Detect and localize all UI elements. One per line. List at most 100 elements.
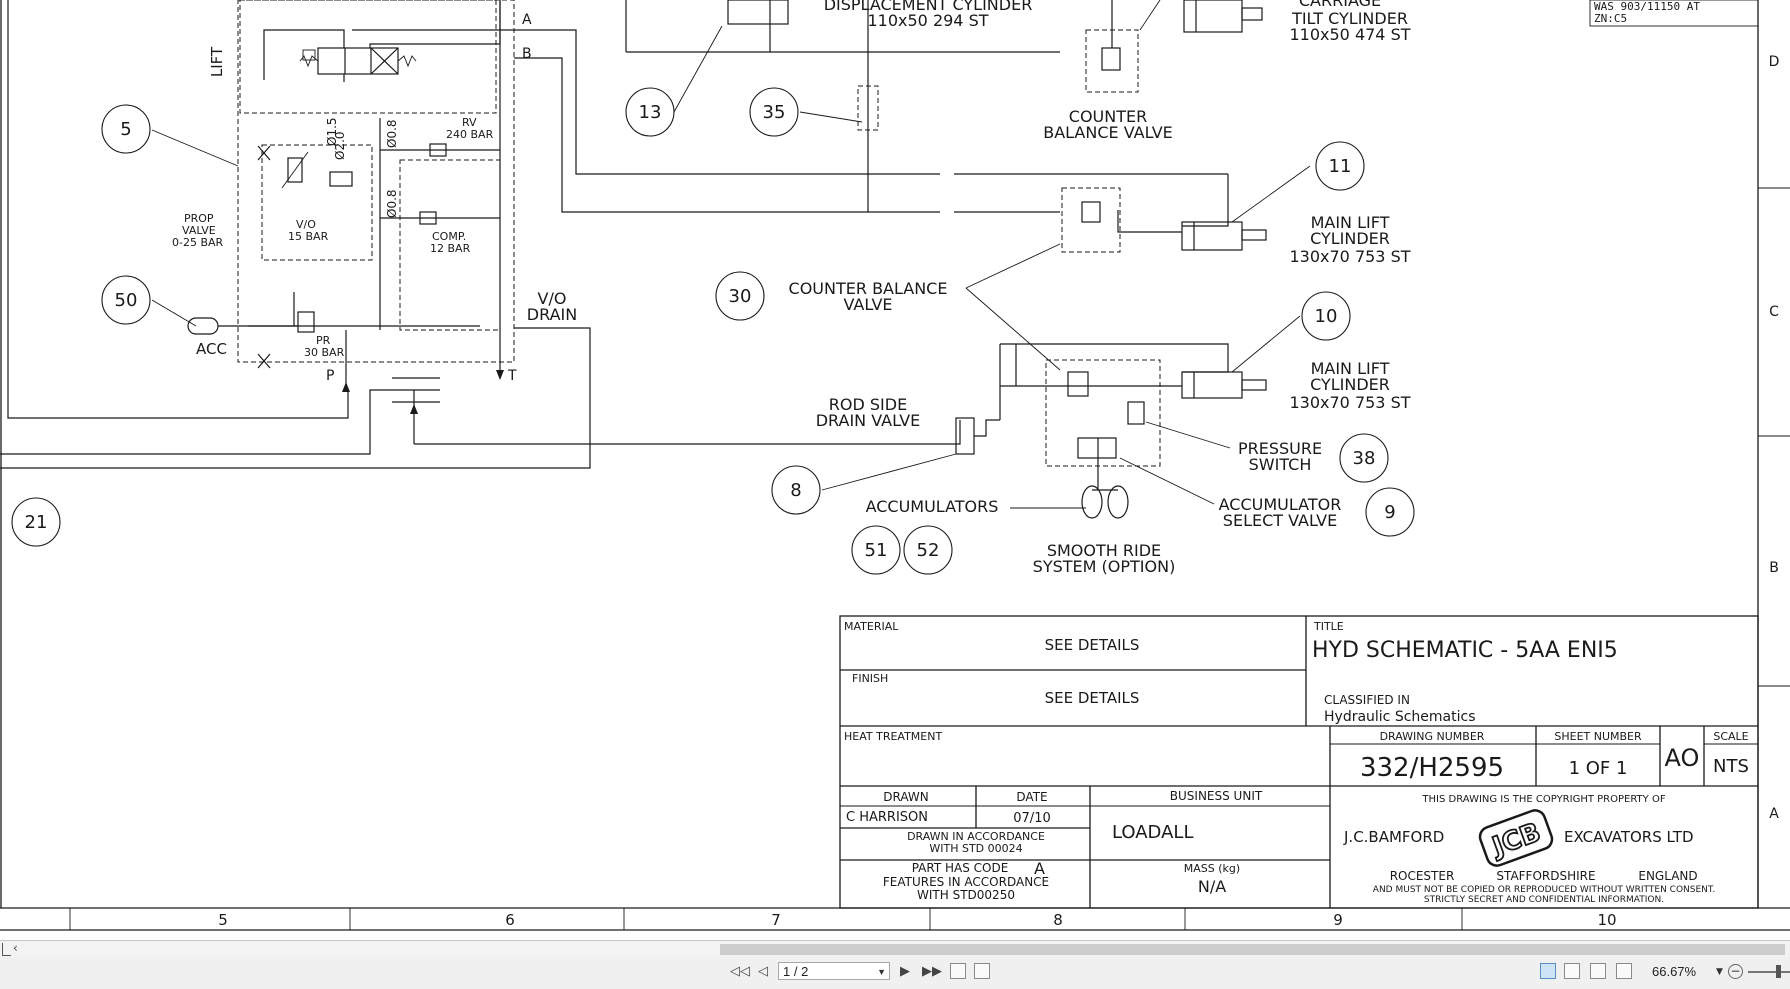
leader-line xyxy=(965,287,1061,371)
balloon-number: 38 xyxy=(1353,448,1376,469)
zoom-slider[interactable] xyxy=(1748,971,1790,973)
vo-label: V/O xyxy=(296,218,316,231)
drawn-by: C HARRISON xyxy=(846,810,928,825)
cb-valve-label: COUNTER BALANCE xyxy=(789,279,948,298)
zone-label-bottom: 6 xyxy=(505,911,515,929)
zone-label-right: A xyxy=(1769,806,1779,822)
flow-arrow xyxy=(410,404,418,414)
page-number-input[interactable]: 1 / 2 ▼ xyxy=(778,962,890,980)
hyd-line xyxy=(1117,210,1182,233)
prev-page-icon[interactable]: ◁ xyxy=(758,964,768,979)
balloon-52 xyxy=(903,525,953,575)
leader-line xyxy=(673,25,723,113)
business-unit-label: BUSINESS UNIT xyxy=(1170,789,1263,803)
page-dropdown-icon[interactable]: ▼ xyxy=(877,967,886,977)
valve-body xyxy=(1067,371,1089,397)
plug-cross xyxy=(257,353,271,369)
material-value: SEE DETAILS xyxy=(1045,636,1140,654)
rv-pressure: 240 BAR xyxy=(446,128,494,141)
main-lift-label: CYLINDER xyxy=(1310,229,1390,248)
zoom-out-icon[interactable]: − xyxy=(1728,964,1743,979)
scroll-left-icon[interactable]: ‹ xyxy=(13,941,18,955)
balloon-number: 52 xyxy=(917,540,940,561)
next-page-icon[interactable]: ▶ xyxy=(900,964,910,979)
classified-value: Hydraulic Schematics xyxy=(1324,709,1476,725)
acc-select-label: SELECT VALVE xyxy=(1223,511,1337,530)
continuous-icon[interactable] xyxy=(974,963,990,979)
scroll-corner-icon xyxy=(2,943,11,956)
part-code-note: FEATURES IN ACCORDANCE xyxy=(883,875,1049,889)
facing-page-icon[interactable] xyxy=(1590,963,1606,979)
prop-valve xyxy=(287,157,303,183)
drain-line xyxy=(414,420,961,445)
drawing-canvas: D C B A 5 6 7 8 9 10 WAS 903/11150 AT ZN… xyxy=(0,0,1790,931)
zone-note: ZN:C5 xyxy=(1594,12,1627,25)
balloon-9 xyxy=(1365,487,1415,537)
balloon-5 xyxy=(101,104,151,154)
balloon-30 xyxy=(715,271,765,321)
zone-label-bottom: 8 xyxy=(1053,911,1063,929)
supply-line xyxy=(7,0,349,419)
smooth-ride-block xyxy=(1045,359,1161,467)
finish-label: FINISH xyxy=(852,672,888,685)
balloon-35 xyxy=(749,87,799,137)
zoom-dropdown-icon[interactable]: ▼ xyxy=(1716,967,1723,977)
balloon-21 xyxy=(11,497,61,547)
lift-spool-outline xyxy=(239,0,497,114)
jcb-logo: JCB xyxy=(1478,809,1554,867)
pr-valve xyxy=(297,311,315,333)
scrollbar-thumb[interactable] xyxy=(720,944,1785,955)
port-p-label: P xyxy=(326,368,334,384)
acc-select-label: ACCUMULATOR xyxy=(1219,495,1342,514)
page-thumbs-icon[interactable] xyxy=(950,963,966,979)
tilt-cylinder xyxy=(1183,0,1243,33)
balloon-number: 8 xyxy=(790,480,801,501)
title-block: MATERIAL SEE DETAILS FINISH SEE DETAILS … xyxy=(839,615,1759,909)
leader-line xyxy=(1231,315,1301,373)
displacement-cylinder xyxy=(727,0,789,25)
leader-line xyxy=(151,299,197,327)
revision-note-box xyxy=(1589,0,1759,27)
valve-body xyxy=(1101,47,1121,71)
counter-balance-label: COUNTER xyxy=(1069,107,1147,126)
std-note: WITH STD 00024 xyxy=(929,842,1022,855)
confidential-note: STRICTLY SECRET AND CONFIDENTIAL INFORMA… xyxy=(1424,895,1664,905)
comp-label: COMP. xyxy=(432,230,466,243)
pressure-switch-symbol xyxy=(1127,401,1145,425)
two-page-icon[interactable] xyxy=(1564,963,1580,979)
location: ENGLAND xyxy=(1638,869,1697,883)
orifice-label: Ø0.8 xyxy=(385,189,399,218)
sheet-number: 1 OF 1 xyxy=(1569,758,1628,779)
single-page-icon[interactable] xyxy=(1540,963,1556,979)
balloon-number: 21 xyxy=(25,512,48,533)
vo-pressure: 15 BAR xyxy=(288,230,329,243)
lift-check-block xyxy=(1061,187,1121,253)
lift-line-a xyxy=(514,29,940,175)
zoom-slider-thumb[interactable] xyxy=(1776,965,1781,978)
scale-value: NTS xyxy=(1713,756,1749,777)
accumulator-52 xyxy=(1107,485,1129,519)
pressure-arrow xyxy=(342,382,350,392)
counter-balance-label: BALANCE VALVE xyxy=(1043,123,1173,142)
horizontal-scrollbar[interactable]: ‹ xyxy=(0,941,1790,957)
page-number-value: 1 / 2 xyxy=(783,964,809,979)
carriage-label: CARRIAGE xyxy=(1299,0,1381,10)
main-lift-label: MAIN LIFT xyxy=(1311,359,1390,378)
first-page-icon[interactable]: ◁◁ xyxy=(730,964,750,979)
main-lift-label: CYLINDER xyxy=(1310,375,1390,394)
rv-label: RV xyxy=(462,116,477,129)
accumulator-select-valve xyxy=(1077,437,1117,459)
rod-side-label: ROD SIDE xyxy=(829,395,907,414)
zoom-level[interactable]: 66.67% xyxy=(1652,964,1697,979)
last-page-icon[interactable]: ▶▶ xyxy=(922,964,942,979)
leader-line xyxy=(1119,457,1215,505)
displacement-size: 110x50 294 ST xyxy=(867,11,988,30)
part-code-note: WITH STD00250 xyxy=(917,888,1015,902)
continuous-facing-icon[interactable] xyxy=(1616,963,1632,979)
leader-line xyxy=(1231,165,1311,223)
business-unit: LOADALL xyxy=(1112,822,1193,843)
balloon-38 xyxy=(1339,433,1389,483)
plug-cross xyxy=(257,145,271,161)
company-suffix: EXCAVATORS LTD xyxy=(1564,828,1694,846)
drawn-label: DRAWN xyxy=(883,790,929,804)
